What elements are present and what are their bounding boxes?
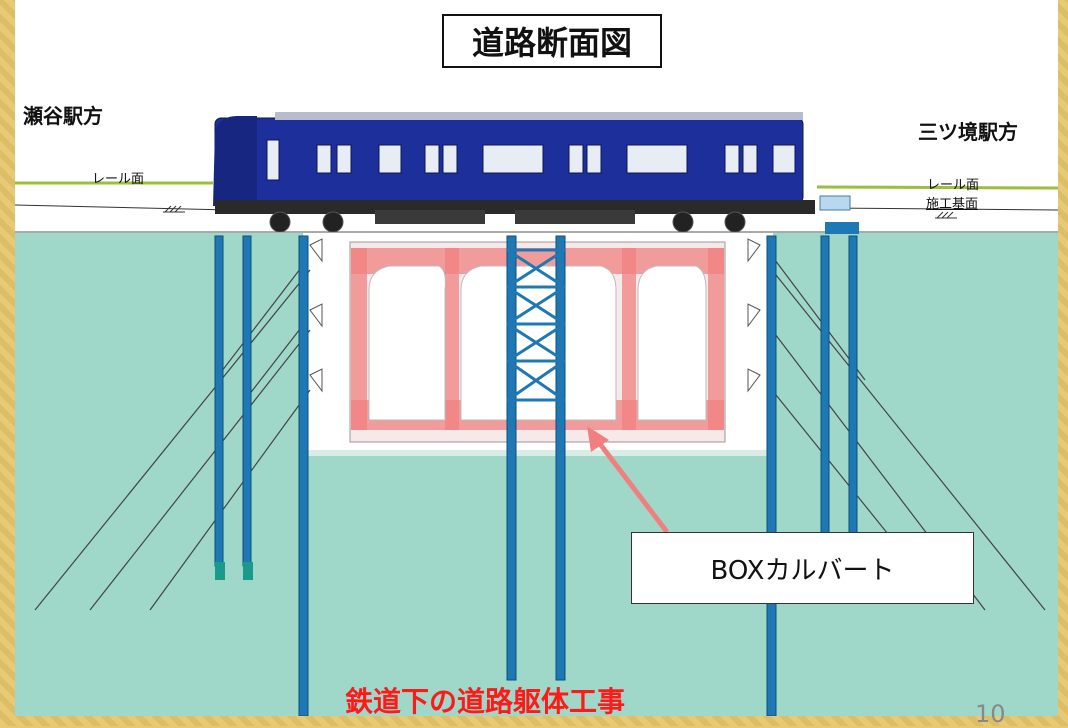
temporary-support-cap [825,222,859,234]
page-number: 10 [975,700,1006,728]
train [213,112,815,233]
ground-anchors-left [34,259,311,611]
left-station-label: 瀬谷駅方 [23,104,103,128]
rail-line-right [816,185,1058,190]
rail-level-label-left: レール面 [92,172,145,187]
center-bracing [507,248,565,402]
box-culvert-callout: BOXカルバート [631,532,974,604]
box-culvert [349,241,726,443]
surface-line-right [824,207,1058,211]
construction-base-label: 施工基面 [926,197,979,212]
slide: 道路断面図 瀬谷駅方 三ツ境駅方 レール面 レール面 施工基面 BOXカルバート… [15,0,1058,716]
temporary-support-block [819,195,851,211]
surface-line-left [15,204,231,211]
page-title: 道路断面図 [442,14,662,68]
excavation-floor [303,450,773,456]
cross-section-diagram [15,112,1058,716]
ground-hatch-right [935,211,957,219]
caption: 鉄道下の道路躯体工事 [345,685,626,716]
rail-level-label-right: レール面 [927,178,980,193]
strut-brackets [309,238,761,393]
ground-hatch-left [163,205,185,213]
pile-feet-left [215,562,253,580]
right-station-label: 三ツ境駅方 [918,120,1018,144]
center-piles [506,235,566,681]
callout-arrow [587,426,669,534]
